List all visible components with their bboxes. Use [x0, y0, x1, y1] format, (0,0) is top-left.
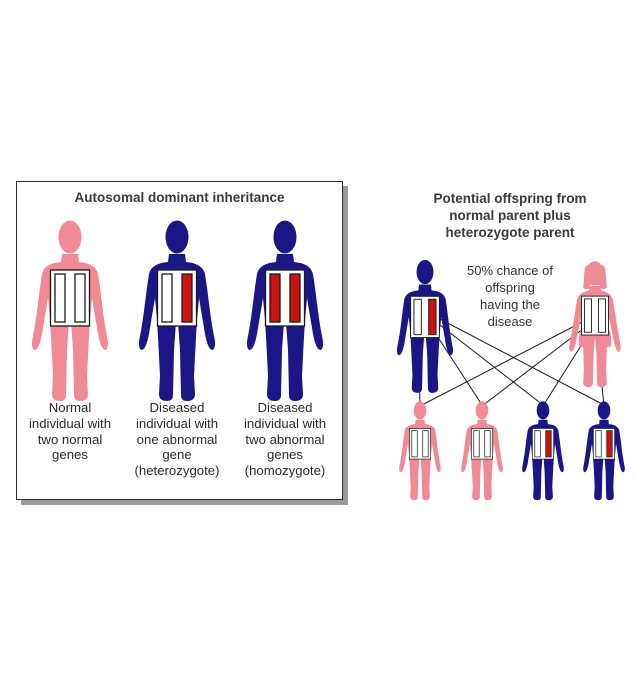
- abnormal-gene-bar: [269, 273, 281, 323]
- offspring-1: [399, 401, 441, 501]
- caption-heterozygote: Diseased individual with one abnormal ge…: [134, 400, 220, 479]
- head: [58, 220, 82, 254]
- offspring-2: [461, 401, 503, 501]
- normal-gene-bar: [74, 273, 86, 323]
- head: [475, 401, 489, 420]
- line-father-child3: [435, 321, 544, 406]
- head: [273, 220, 297, 254]
- abnormal-gene-bar: [289, 273, 301, 323]
- inheritance-panel: Autosomal dominant inheritance Normal in…: [16, 181, 343, 500]
- normal-gene-bar: [413, 298, 422, 336]
- line-father-child4: [439, 318, 605, 406]
- offspring-title: Potential offspring from normal parent p…: [433, 191, 587, 240]
- head: [597, 401, 611, 420]
- figure-normal: [31, 220, 109, 401]
- chance-text: 50% chance of offspring having the disea…: [466, 263, 553, 329]
- line-mother-child1: [419, 317, 591, 407]
- normal-gene-bar: [595, 430, 602, 458]
- head: [536, 401, 550, 420]
- head: [413, 401, 427, 420]
- normal-gene-bar: [484, 430, 491, 458]
- head: [165, 220, 189, 254]
- figure-heterozygote: [138, 220, 216, 401]
- offspring-4: [583, 401, 625, 501]
- parent-father: [396, 259, 454, 393]
- hair: [583, 263, 607, 290]
- normal-gene-bar: [54, 273, 66, 323]
- panel-title: Autosomal dominant inheritance: [74, 190, 285, 205]
- abnormal-gene-bar: [545, 430, 552, 458]
- normal-gene-bar: [161, 273, 173, 323]
- normal-gene-bar: [422, 430, 429, 458]
- caption-homozygote: Diseased individual with two abnormal ge…: [243, 400, 327, 479]
- normal-gene-bar: [598, 298, 606, 333]
- head: [416, 259, 434, 285]
- normal-gene-bar: [473, 430, 480, 458]
- normal-gene-bar: [534, 430, 541, 458]
- abnormal-gene-bar: [428, 298, 437, 336]
- abnormal-gene-bar: [606, 430, 613, 458]
- offspring-3: [522, 401, 564, 501]
- normal-gene-bar: [411, 430, 418, 458]
- caption-normal: Normal individual with two normal genes: [28, 400, 112, 463]
- parent-mother: [569, 261, 621, 388]
- figure-homozygote: [246, 220, 324, 401]
- normal-gene-bar: [584, 298, 592, 333]
- abnormal-gene-bar: [181, 273, 193, 323]
